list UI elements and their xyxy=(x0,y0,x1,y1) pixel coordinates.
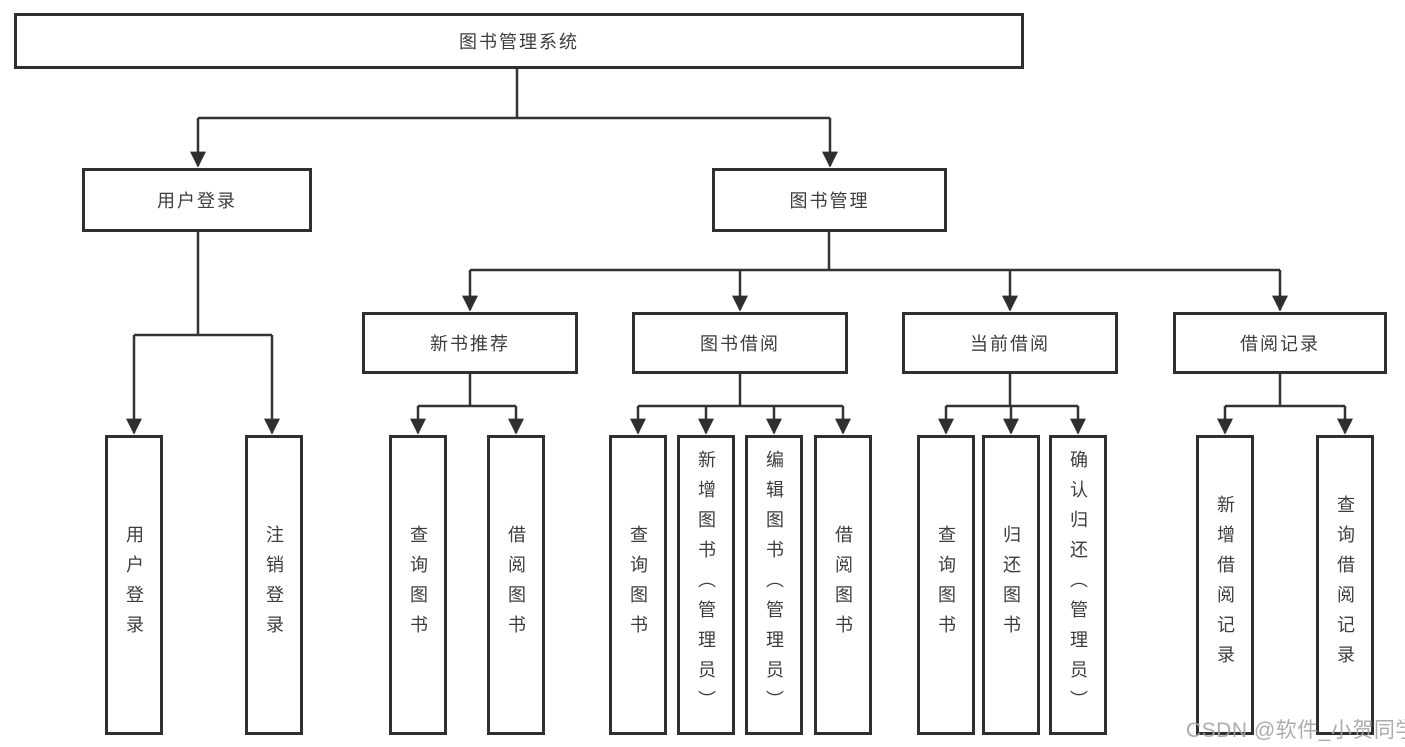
csdn-watermark: CSDN @软件_小贺同学 xyxy=(1186,719,1405,742)
leaf-borrow-books: 借阅图书 xyxy=(814,435,872,735)
branch-book-borrow: 图书借阅 xyxy=(632,312,848,374)
node-label: 用户登录 xyxy=(157,191,237,211)
node-label: 注销登录 xyxy=(264,525,284,645)
node-label: 新书推荐 xyxy=(430,334,510,354)
node-label: 编辑图书（管理员） xyxy=(764,450,784,720)
node-label: 归还图书 xyxy=(1001,525,1021,645)
leaf-add-books-admin: 新增图书（管理员） xyxy=(677,435,735,735)
node-label: 查询图书 xyxy=(936,525,956,645)
branch-current-borrow: 当前借阅 xyxy=(902,312,1118,374)
branch-user-login: 用户登录 xyxy=(82,168,312,232)
node-label: 查询借阅记录 xyxy=(1335,495,1355,675)
branch-borrow-records: 借阅记录 xyxy=(1173,312,1387,374)
leaf-edit-books-admin: 编辑图书（管理员） xyxy=(745,435,803,735)
leaf-query-books-recommend: 查询图书 xyxy=(389,435,447,735)
leaf-confirm-return-admin: 确认归还（管理员） xyxy=(1049,435,1107,735)
leaf-logout: 注销登录 xyxy=(245,435,303,735)
node-label: 新增图书（管理员） xyxy=(696,450,716,720)
leaf-add-borrow-record: 新增借阅记录 xyxy=(1196,435,1254,735)
node-label: 借阅图书 xyxy=(833,525,853,645)
node-library-management-system: 图书管理系统 xyxy=(14,13,1024,69)
node-label: 图书管理系统 xyxy=(459,32,579,52)
node-label: 用户登录 xyxy=(124,525,144,645)
node-label: 借阅图书 xyxy=(506,525,526,645)
node-label: 借阅记录 xyxy=(1240,334,1320,354)
branch-book-management: 图书管理 xyxy=(712,168,947,232)
leaf-borrow-books-recommend: 借阅图书 xyxy=(487,435,545,735)
leaf-query-borrow-record: 查询借阅记录 xyxy=(1316,435,1374,735)
node-label: 新增借阅记录 xyxy=(1215,495,1235,675)
node-label: 查询图书 xyxy=(628,525,648,645)
leaf-user-login: 用户登录 xyxy=(105,435,163,735)
branch-new-book-recommend: 新书推荐 xyxy=(362,312,578,374)
leaf-return-books: 归还图书 xyxy=(982,435,1040,735)
node-label: 当前借阅 xyxy=(970,334,1050,354)
node-label: 图书管理 xyxy=(789,191,870,211)
leaf-query-books-current: 查询图书 xyxy=(917,435,975,735)
node-label: 图书借阅 xyxy=(700,334,780,354)
node-label: 确认归还（管理员） xyxy=(1068,450,1088,720)
leaf-query-books-borrow: 查询图书 xyxy=(609,435,667,735)
node-label: 查询图书 xyxy=(408,525,428,645)
